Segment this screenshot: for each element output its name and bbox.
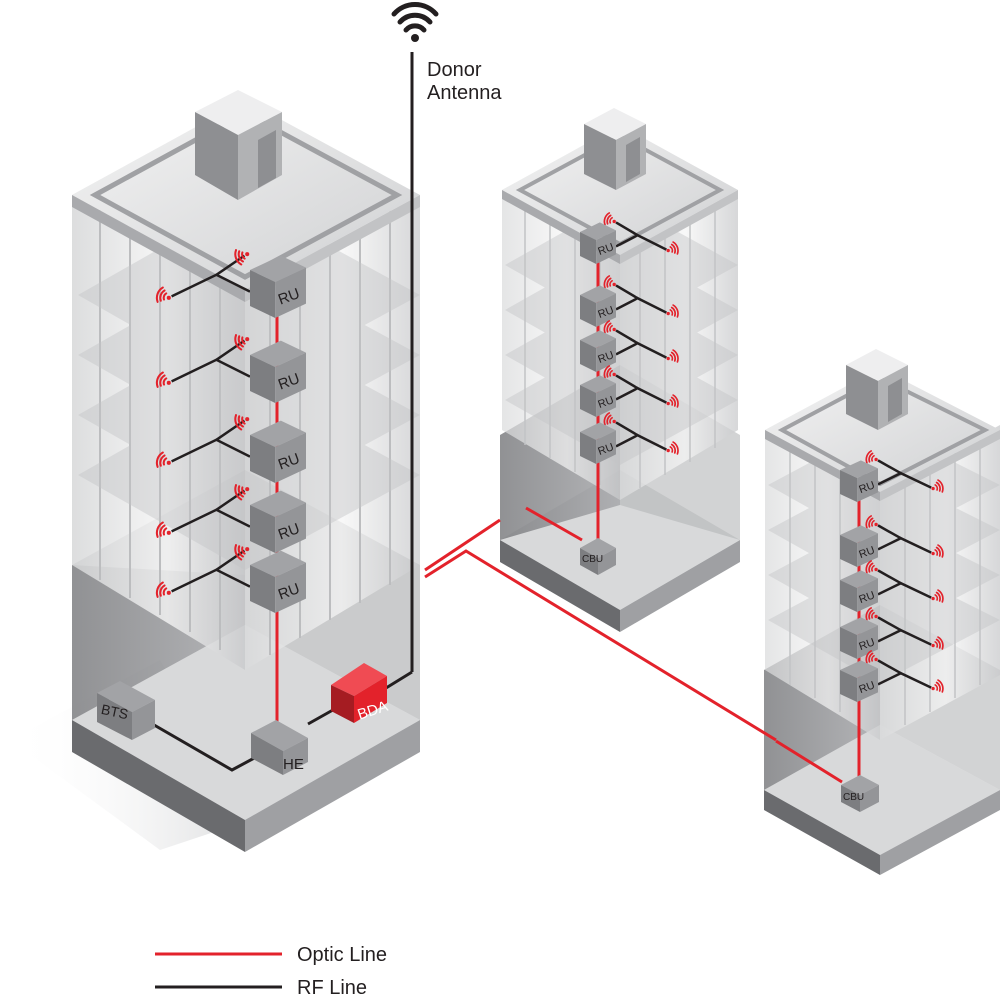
ru-label: RU <box>857 679 876 696</box>
middle-ru-group: RU RU RU RU RU <box>580 212 679 464</box>
wifi-icon <box>603 320 616 334</box>
ru-unit: RU <box>580 212 679 264</box>
bts-unit: BTS <box>97 681 155 740</box>
he-unit: HE <box>251 720 308 775</box>
ru-rf-branch <box>615 374 667 404</box>
wifi-icon <box>155 286 171 303</box>
rooftop-structure <box>846 349 908 430</box>
ru-rf-branch <box>877 459 932 489</box>
ru-unit: RU <box>580 275 679 327</box>
wifi-icon <box>603 412 616 426</box>
ru-rf-branch <box>615 221 667 251</box>
wifi-icon <box>155 451 171 468</box>
ru-rf-branch <box>615 329 667 359</box>
ru-rf-branch <box>615 284 667 314</box>
wifi-icon <box>666 349 679 363</box>
wifi-icon <box>391 2 439 42</box>
middle-cbu-unit: CBU <box>580 538 616 575</box>
middle-optic-feed <box>525 506 583 542</box>
right-ru-group: RU RU RU RU RU <box>840 450 944 702</box>
ru-label: RU <box>596 349 615 366</box>
rooftop-structure <box>584 108 646 190</box>
ru-unit: RU <box>155 484 306 553</box>
ru-label: RU <box>857 479 876 496</box>
ru-unit: RU <box>840 515 944 567</box>
main-ru-group: RU RU RU RU RU <box>155 249 306 613</box>
right-optic-feed <box>775 739 843 784</box>
ru-label: RU <box>596 241 615 258</box>
wifi-icon <box>603 212 616 226</box>
ru-label: RU <box>276 580 302 603</box>
wifi-icon <box>865 515 878 529</box>
ru-label: RU <box>276 520 302 543</box>
ru-label: RU <box>857 589 876 606</box>
ru-label: RU <box>276 370 302 393</box>
wifi-icon <box>666 304 679 318</box>
wifi-icon <box>865 560 878 574</box>
right-cbu-unit: CBU <box>841 775 879 812</box>
wifi-icon <box>234 249 250 266</box>
ru-unit: RU <box>155 334 306 403</box>
ru-rf-branch <box>877 659 932 689</box>
middle-building <box>500 108 740 632</box>
ru-rf-branch <box>877 569 932 599</box>
wifi-icon <box>931 589 944 603</box>
rooftop-structure <box>195 90 282 200</box>
wifi-icon <box>234 484 250 501</box>
wifi-icon <box>931 679 944 693</box>
wifi-icon <box>234 544 250 561</box>
wifi-icon <box>155 371 171 388</box>
wifi-icon <box>865 450 878 464</box>
ru-unit: RU <box>155 544 306 613</box>
wifi-icon <box>603 275 616 289</box>
legend-rf-label: RF Line <box>297 977 367 999</box>
ru-label: RU <box>276 450 302 473</box>
ru-unit: RU <box>155 414 306 483</box>
wifi-icon <box>865 607 878 621</box>
donor-antenna-label-2: Antenna <box>427 82 502 104</box>
main-building <box>10 90 420 852</box>
wifi-icon <box>155 521 171 538</box>
wifi-icon <box>931 636 944 650</box>
ru-unit: RU <box>580 365 679 417</box>
ru-unit: RU <box>580 412 679 464</box>
wifi-icon <box>603 365 616 379</box>
donor-antenna-label-1: Donor <box>427 59 482 81</box>
legend: Optic Line RF Line <box>155 944 387 999</box>
right-building <box>764 349 1000 875</box>
bts-label: BTS <box>100 701 130 722</box>
wifi-icon <box>234 414 250 431</box>
wifi-icon <box>931 479 944 493</box>
inter-building-optic-lines <box>424 518 777 742</box>
floor-slab <box>72 625 420 820</box>
donor-antenna: Donor Antenna <box>391 2 502 672</box>
wifi-icon <box>666 441 679 455</box>
he-label: HE <box>283 756 304 773</box>
wifi-icon <box>234 334 250 351</box>
bda-unit: BDA <box>331 663 390 724</box>
ru-unit: RU <box>840 450 944 502</box>
ru-rf-branch <box>615 421 667 451</box>
ru-rf-branch <box>877 524 932 554</box>
ru-label: RU <box>857 636 876 653</box>
ru-unit: RU <box>840 650 944 702</box>
ru-unit: RU <box>155 249 306 318</box>
wifi-icon <box>666 241 679 255</box>
ru-label: RU <box>596 304 615 321</box>
right-cbu-label: CBU <box>843 792 864 803</box>
ru-label: RU <box>596 394 615 411</box>
ru-label: RU <box>857 544 876 561</box>
middle-cbu-label: CBU <box>582 554 603 565</box>
ru-label: RU <box>276 285 302 308</box>
ru-label: RU <box>596 441 615 458</box>
wifi-icon <box>155 581 171 598</box>
ru-unit: RU <box>840 560 944 612</box>
wifi-icon <box>865 650 878 664</box>
ru-rf-branch <box>877 616 932 646</box>
ru-unit: RU <box>580 320 679 372</box>
wifi-icon <box>666 394 679 408</box>
legend-optic-label: Optic Line <box>297 944 387 966</box>
ru-unit: RU <box>840 607 944 659</box>
wifi-icon <box>931 544 944 558</box>
